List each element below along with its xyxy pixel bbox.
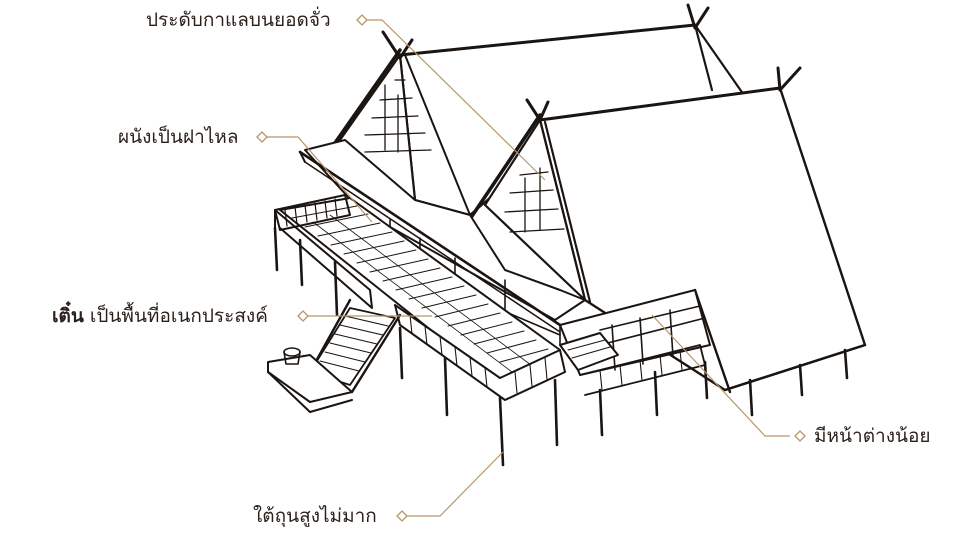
leader-stilts <box>402 451 504 517</box>
label-terrace: เติ๋น เป็นพื้นที่อเนกประสงค์ <box>52 305 268 327</box>
staircase <box>267 298 402 413</box>
label-wall: ผนังเป็นฝาไหล <box>118 126 239 148</box>
small-window <box>559 332 619 371</box>
diamond-window <box>794 430 806 442</box>
label-window: มีหน้าต่างน้อย <box>814 425 931 447</box>
leader-wall <box>262 136 373 223</box>
kalae-finial-left <box>381 30 402 60</box>
label-finial: ประดับกาแลบนยอดจั่ว <box>146 9 331 31</box>
diamond-finial <box>356 14 368 26</box>
label-terrace-text: เป็นพื้นที่อเนกประสงค์ <box>89 305 268 327</box>
leader-finial <box>362 19 546 181</box>
diamond-stilts <box>396 510 408 522</box>
diamond-wall <box>256 131 268 143</box>
leader-window <box>651 314 790 437</box>
label-stilts: ใต้ถุนสูงไม่มาก <box>253 505 377 527</box>
terrace-deck <box>274 194 706 401</box>
label-terrace-prefix: เติ๋น <box>52 305 84 327</box>
diamond-terrace <box>297 310 309 322</box>
side-roof <box>298 139 586 333</box>
stilts <box>273 226 849 467</box>
